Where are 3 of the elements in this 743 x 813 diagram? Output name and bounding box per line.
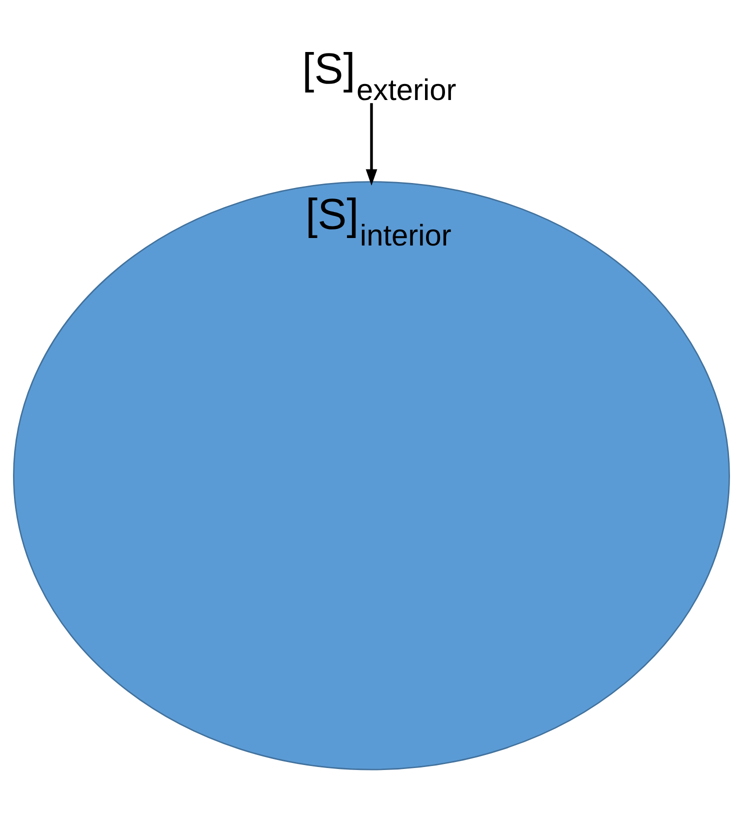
arrow (366, 102, 378, 186)
node-text: [S]$_{exterior}$ (302, 44, 456, 106)
node-ellipse: [S]$_{interior}$ (13, 180, 730, 770)
